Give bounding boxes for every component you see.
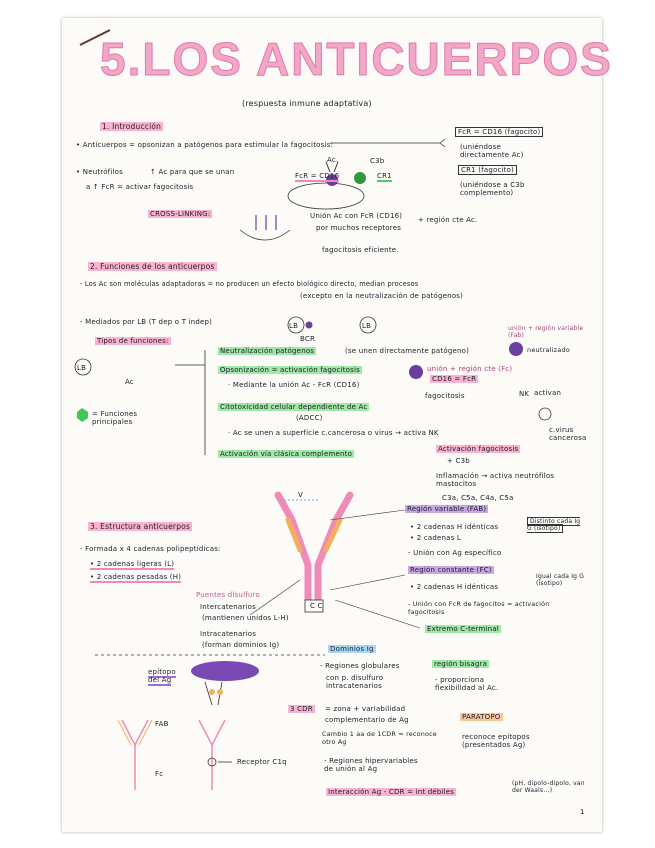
pesadas: • 2 cadenas pesadas (H) — [90, 573, 181, 581]
zona: = zona + variabilidad — [325, 705, 405, 713]
l-identicas: • 2 cadenas L — [410, 534, 461, 542]
anticuerpos-line: • Anticuerpos = opsonizan a patógenos pa… — [76, 141, 333, 149]
intracatenarios: Intracatenarios — [200, 630, 256, 638]
cambio: Cambio 1 aa de 1CDR = reconoce otro Ag — [322, 730, 442, 746]
lb-label-3: LB — [77, 364, 86, 372]
opsonizacion: Opsonización = activación fagocitosis — [218, 366, 362, 374]
puentes: Puentes disulfuro — [196, 591, 260, 599]
fcr-cd16-label: FcR = CD16 (fagocito) — [455, 128, 543, 136]
extremo: Extremo C-terminal — [425, 625, 501, 633]
inflamacion: Inflamación → activa neutrófilos mastoci… — [436, 472, 566, 488]
page-title: 5.LOS ANTICUERPOS — [100, 32, 613, 86]
union-region-var: unión + región variable (Fab) — [508, 325, 588, 339]
neutralizacion: Neutralización patógenos — [218, 347, 316, 355]
forman: (forman dominios Ig) — [202, 641, 279, 649]
lb-label-1: LB — [289, 322, 298, 330]
region-cte: + región cte Ac. — [418, 216, 478, 224]
hipervariables: - Regiones hipervariables de unión al Ag — [324, 757, 424, 773]
page-number: 1 — [580, 808, 585, 816]
funciones-principales: = Funciones principales — [92, 410, 152, 426]
ligeras: • 2 cadenas ligeras (L) — [90, 560, 174, 568]
region-bisagra: región bisagra — [432, 660, 489, 668]
distinto: Distinto cada Ig G (isotipo) — [527, 518, 582, 532]
interaccion: Interacción Ag - CDR = int débiles — [326, 788, 456, 796]
page-subtitle: (respuesta inmune adaptativa) — [242, 99, 372, 108]
complementario: complementario de Ag — [325, 716, 409, 724]
ac-label-2: Ac — [125, 378, 134, 386]
neutrofilos: • Neutrófilos — [76, 168, 123, 176]
reconoce: reconoce epítopos (presentados Ag) — [462, 733, 572, 749]
igual: Igual cada Ig G (isotipo) — [536, 573, 591, 587]
formada: - Formada x 4 cadenas polipeptídicas: — [80, 545, 221, 553]
fagocitosis-eficiente: fagocitosis eficiente. — [322, 246, 399, 254]
uniendose-c3b: (uniéndose a C3b complemento) — [460, 181, 560, 197]
cross-linking: CROSS-LINKING: — [148, 210, 212, 218]
activan-label: activan — [534, 389, 561, 397]
por-muchos: por muchos receptores — [316, 224, 401, 232]
mantienen: (mantienen unidos L-H) — [202, 614, 289, 622]
activacion-clasica: Activación vía clásica complemento — [218, 450, 354, 458]
tipos-funciones: Tipos de funciones: — [95, 337, 171, 345]
dominios: Dominios Ig — [328, 645, 376, 653]
proporciona: - proporciona flexibilidad al Ac. — [435, 676, 515, 692]
neutralizacion-sub: (se unen directamente patógeno) — [345, 347, 469, 355]
receptor-c1q: Receptor C1q — [237, 758, 287, 766]
section-2-heading: 2. Funciones de los anticuerpos — [88, 262, 217, 271]
bcr-label: BCR — [300, 335, 315, 343]
ac-label: Ac. — [327, 156, 338, 164]
citotoxicidad: Citotoxicidad celular dependiente de Ac — [218, 403, 369, 411]
union-region-cte: unión + región cte (Fc) — [427, 365, 512, 373]
enlaces: (pH, dipolo-dipolo, van der Waals...) — [512, 780, 592, 794]
h-identicas-2: • 2 cadenas H idénticas — [410, 583, 498, 591]
mediante: · Mediante la unión Ac - FcR (CD16) — [228, 381, 360, 389]
union-fcr: - Unión con FcR de fagocitos = activació… — [408, 600, 588, 616]
c-label: C C — [310, 602, 323, 610]
region-variable: Región variable (FAB) — [405, 505, 488, 513]
fc-label: Fc — [155, 770, 163, 778]
regiones-globulares: - Regiones globulares — [320, 662, 400, 670]
adcc: (ADCC) — [296, 414, 323, 422]
a-fcr: a ↑ FcR = activar fagocitosis — [86, 183, 193, 191]
h-identicas: • 2 cadenas H idénticas — [410, 523, 498, 531]
c3b-label: C3b — [370, 157, 384, 165]
region-constante: Región constante (FC) — [408, 566, 494, 574]
excepto-line: (excepto en la neutralización de patógen… — [300, 292, 463, 300]
union-ag: - Unión con Ag específico — [408, 549, 502, 557]
fcr-cd16-small: FcR = CD16 — [295, 172, 339, 180]
paratopo: PARATOPO — [460, 713, 503, 721]
se-unen: · Ac se unen a superficie c.cancerosa o … — [228, 429, 439, 437]
cd16-fcr: CD16 = FcR — [430, 375, 478, 383]
lb-label-2: LB — [362, 322, 371, 330]
adaptadoras-line: - Los Ac son moléculas adaptadoras = no … — [80, 280, 418, 288]
intercatenarios: Intercatenarios — [200, 603, 256, 611]
cdr-label: 3 CDR — [288, 705, 315, 713]
section-3-heading: 3. Estructura anticuerpos — [88, 522, 192, 531]
c-virus: c.virus cancerosa — [549, 426, 594, 442]
union-ac: Unión Ac con FcR (CD16) — [310, 212, 402, 220]
neutralizado: neutralizado — [527, 346, 570, 354]
fagocitosis: fagocitosis — [425, 392, 465, 400]
activacion-fagocitosis: Activación fagocitosis — [436, 445, 520, 453]
mediados-line: - Mediados por LB (T dep o T indep) — [80, 318, 212, 326]
section-1-heading: 1. Introducción — [100, 122, 163, 131]
epitopo: epítopo del Ag — [148, 668, 188, 684]
con-p: con p. disulfuro intracatenarios — [326, 674, 416, 690]
cr1-small: CR1 — [377, 172, 392, 180]
v-label: V — [298, 491, 303, 499]
uniendose-ac: (uniéndose directamente Ac) — [460, 143, 530, 159]
c3a-list: C3a, C5a, C4a, C5a — [442, 494, 513, 502]
fab-label: FAB — [155, 720, 169, 728]
c3b-plus: + C3b — [447, 457, 470, 465]
cr1-label: CR1 (fagocito) — [458, 166, 517, 174]
nk-label: NK — [519, 390, 529, 398]
ac-para-que: ↑ Ac para que se unan — [150, 168, 234, 176]
